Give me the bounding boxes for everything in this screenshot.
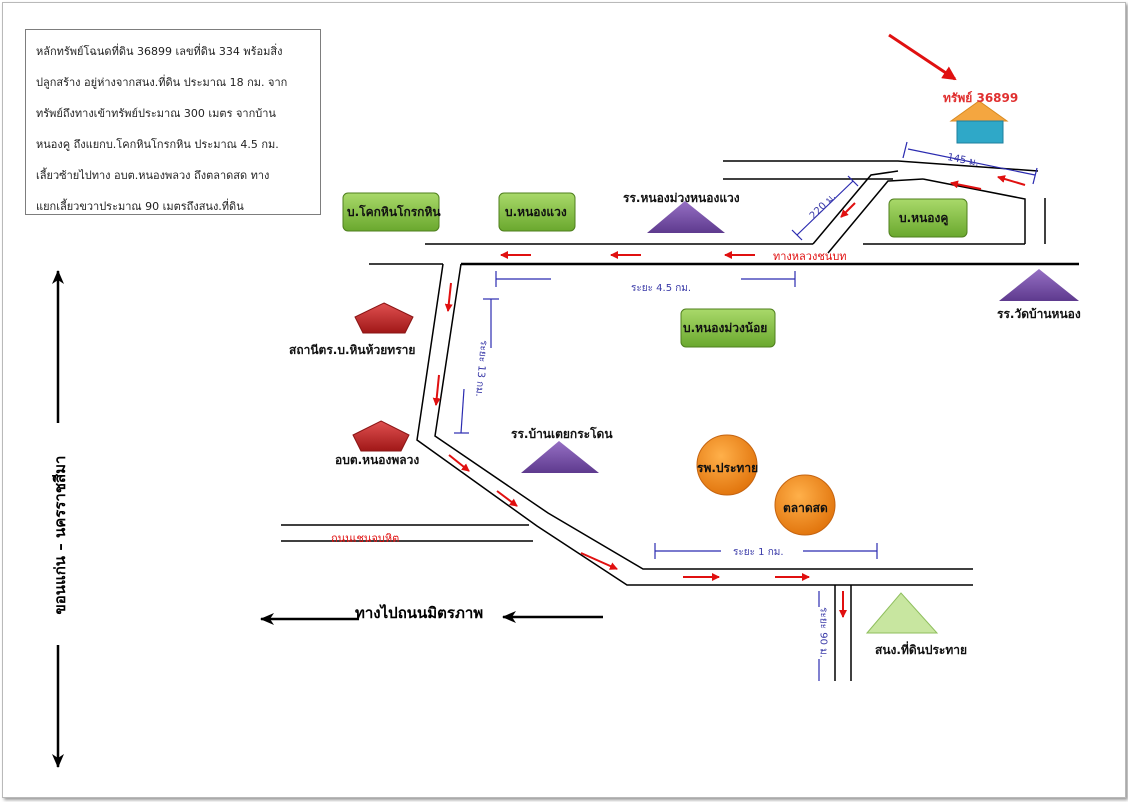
road-bottom-left-label: ถนนเชนจบหิต xyxy=(331,532,400,545)
khon-kaen-korat-label: ขอนแก่น – นครราชสีมา xyxy=(51,455,69,615)
dimension-lines xyxy=(454,141,1038,681)
police-station-marker xyxy=(354,302,414,334)
dist-90-label: ระยะ 90 ม. xyxy=(817,607,829,658)
direction-arrows xyxy=(52,270,603,768)
route-arrows xyxy=(432,33,1026,618)
school-wat-ban-nong-marker xyxy=(999,269,1079,301)
school-ban-toei-marker xyxy=(521,441,599,473)
road-diagonal-outer xyxy=(812,170,899,245)
house-icon xyxy=(949,100,1009,144)
route-arrow xyxy=(444,282,453,312)
market-label: ตลาดสด xyxy=(783,501,828,515)
village-markers xyxy=(342,192,968,348)
market-marker xyxy=(774,474,836,536)
route-map xyxy=(52,33,1079,768)
school-wat-ban-nong-label: รร.วัดบ้านหนอง xyxy=(997,307,1081,321)
info-line: หนองคู ถึงแยกบ.โคกหินโกรกหิน ประมาณ 4.5 … xyxy=(36,138,279,151)
hospital-label: รพ.ประทาย xyxy=(697,461,759,475)
school-nong-muang-marker xyxy=(647,201,725,233)
school-nong-muang-label: รร.หนองม่วงหนองแวง xyxy=(623,191,740,205)
village-nong-waeng-label: บ.หนองแวง xyxy=(505,205,567,219)
village-nong-muang-noi-marker xyxy=(680,308,776,348)
village-nong-khu-marker xyxy=(888,198,968,238)
village-nong-muang-noi-label: บ.หนองม่วงน้อย xyxy=(683,321,768,335)
dist-4-5-label: ระยะ 4.5 กม. xyxy=(631,283,692,294)
route-arrow xyxy=(580,552,618,570)
police-station-label: สถานีตร.บ.หินห้วยทราย xyxy=(289,343,416,357)
village-khok-hin-marker xyxy=(342,192,440,232)
road-nong-khu-outer xyxy=(723,160,1039,172)
rural-road-label: ทางหลวงชนบท xyxy=(773,250,847,263)
info-line: ปลูกสร้าง อยู่ห่างจากสนง.ที่ดิน ประมาณ 1… xyxy=(36,76,288,89)
hospital-marker xyxy=(696,434,758,496)
route-arrow xyxy=(496,490,518,507)
school-markers xyxy=(521,201,1079,473)
route-arrow xyxy=(840,202,856,218)
land-office-label: สนง.ที่ดินประทาย xyxy=(875,643,968,657)
village-khok-hin-label: บ.โคกหินโกรกหิน xyxy=(347,205,441,219)
school-ban-toei-label: รร.บ้านเตยกระโดน xyxy=(511,427,613,441)
dist-1-label: ระยะ 1 กม. xyxy=(733,547,784,558)
route-arrow xyxy=(432,374,441,406)
route-arrow xyxy=(950,180,982,190)
landmark-markers xyxy=(696,434,836,536)
property-label: ทรัพย์ 36899 xyxy=(943,91,1019,105)
land-office-marker xyxy=(865,592,939,634)
route-arrow xyxy=(448,454,470,472)
road-south-right-edge xyxy=(434,263,973,570)
route-arrow xyxy=(997,175,1026,186)
info-line: เลี้ยวซ้ายไปทาง อบต.หนองพลวง ถึงตลาดสด ท… xyxy=(36,169,270,182)
info-box: หลักทรัพย์โฉนดที่ดิน 36899 เลขที่ดิน 334… xyxy=(25,29,321,215)
tao-nong-phluang-label: อบต.หนองพลวง xyxy=(335,453,420,467)
tao-nong-phluang-marker xyxy=(352,420,410,452)
village-nong-khu-label: บ.หนองคู xyxy=(899,211,949,225)
road-south-left-edge xyxy=(416,263,973,586)
roads xyxy=(281,160,1079,681)
government-markers xyxy=(352,302,414,452)
info-line: แยกเลี้ยวขวาประมาณ 90 เมตรถึงสนง.ที่ดิน xyxy=(36,200,244,213)
info-line: ทรัพย์ถึงทางเข้าทรัพย์ประมาณ 300 เมตร จา… xyxy=(36,107,276,120)
info-line: หลักทรัพย์โฉนดที่ดิน 36899 เลขที่ดิน 334… xyxy=(36,45,283,58)
road-diagonal-inner xyxy=(827,178,924,254)
village-nong-waeng-marker xyxy=(498,192,576,232)
to-mittraphap-label: ทางไปถนนมิตรภาพ xyxy=(355,604,484,622)
property-pointer-arrow xyxy=(888,33,957,81)
